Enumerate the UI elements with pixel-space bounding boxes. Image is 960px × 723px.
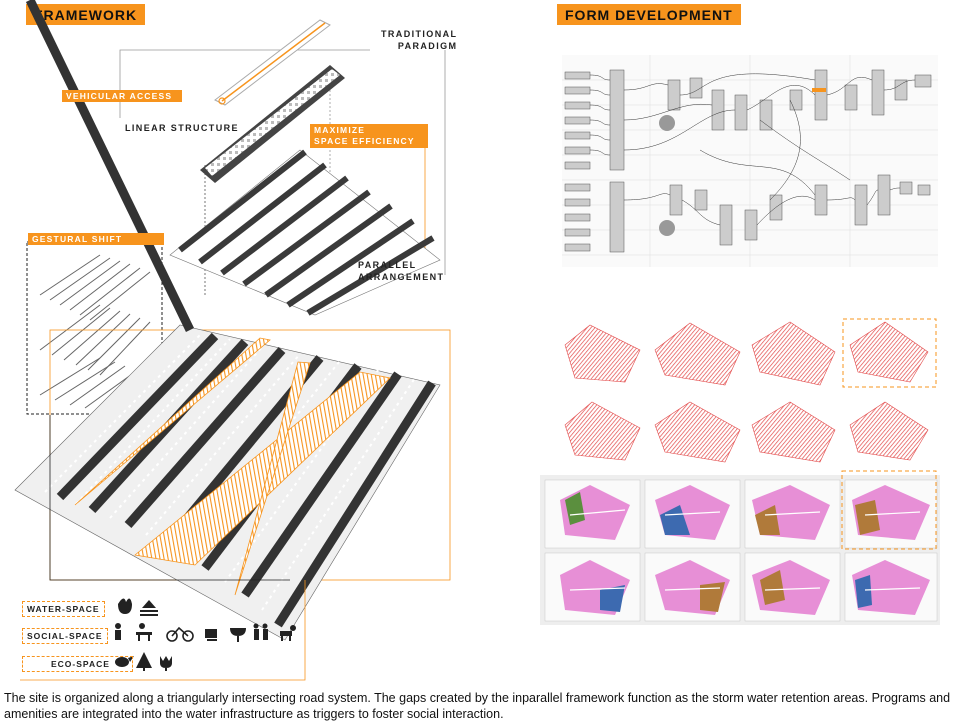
picnic-icon bbox=[136, 623, 152, 641]
cup-icon bbox=[205, 629, 217, 641]
linear-structure-layer bbox=[200, 65, 345, 183]
form-development-title: FORM DEVELOPMENT bbox=[557, 4, 741, 25]
tree-icon bbox=[136, 652, 152, 671]
legend-social-space: SOCIAL-SPACE bbox=[22, 628, 108, 644]
legend-water-space: WATER-SPACE bbox=[22, 601, 105, 617]
maximize-space-efficiency-label: MAXIMIZE SPACE EFFICIENCY bbox=[310, 124, 428, 148]
gestural-shift-label: GESTURAL SHIFT bbox=[28, 233, 164, 245]
traditional-paradigm-label: TRADITIONAL PARADIGM bbox=[381, 29, 458, 51]
waves-icon bbox=[140, 600, 158, 616]
bicycle-icon bbox=[166, 626, 194, 642]
tulip-icon bbox=[160, 656, 172, 671]
legend-icons bbox=[115, 598, 296, 671]
caption: The site is organized along a triangular… bbox=[4, 691, 951, 721]
dog-icon bbox=[280, 625, 296, 641]
site-plan bbox=[14, 0, 451, 641]
traditional-strip bbox=[214, 19, 331, 106]
legend-eco-space: ECO-SPACE bbox=[22, 656, 133, 672]
linear-structure-label: LINEAR STRUCTURE bbox=[125, 123, 239, 133]
vehicular-access-label: VEHICULAR ACCESS bbox=[62, 90, 182, 102]
parametric-script-graph bbox=[562, 55, 938, 267]
parallel-arrangement-layer bbox=[169, 149, 441, 316]
red-iterations bbox=[564, 318, 937, 463]
parallel-arrangement-label: PARALLEL ARRANGEMENT bbox=[358, 260, 445, 282]
family-icon bbox=[253, 623, 268, 640]
program-collage bbox=[540, 470, 940, 625]
fire-water-icon bbox=[118, 598, 132, 614]
people-icon bbox=[115, 623, 121, 640]
framework-title: FRAMEWORK bbox=[26, 4, 146, 25]
grill-icon bbox=[230, 628, 246, 642]
